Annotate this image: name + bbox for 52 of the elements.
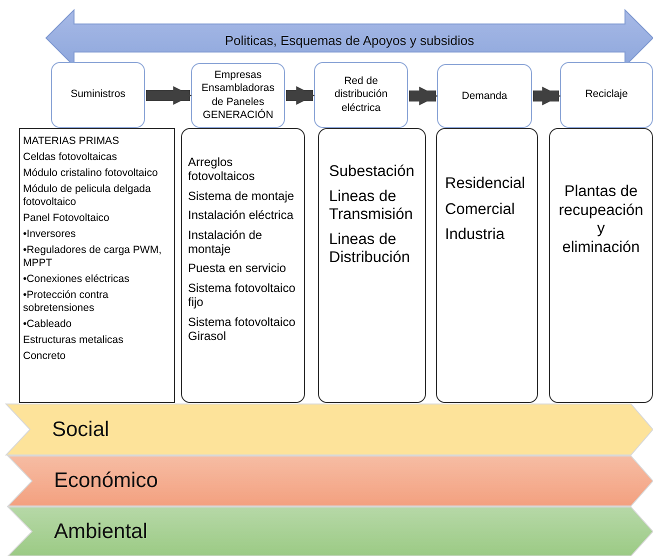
stage-box — [560, 62, 653, 128]
list-item: Instalación de montaje — [188, 228, 264, 256]
band-label: Social — [52, 418, 110, 442]
list-item: Plantas de recupeación y eliminación — [558, 183, 644, 258]
list-box — [436, 128, 538, 403]
stage-box — [191, 63, 285, 128]
chevron-band — [6, 404, 653, 455]
band-label: Ambiental — [54, 520, 148, 544]
list-box — [181, 128, 305, 403]
stage-box — [437, 64, 532, 128]
stage-label: Reciclaje — [585, 88, 628, 102]
chevron-band — [8, 507, 653, 556]
list-item: Módulo cristalino fotovoltaico — [23, 167, 159, 180]
stage-box — [51, 62, 145, 128]
list-item: Lineas de Transmisión — [329, 188, 414, 225]
list-item: Residencial — [445, 175, 526, 194]
block-arrow — [409, 86, 438, 106]
chevron-band — [8, 456, 653, 506]
band-label: Económico — [54, 469, 158, 493]
block-arrow — [146, 86, 192, 105]
list-item: Módulo de pelicula delgada fotovoltaico — [23, 183, 152, 208]
list-item: •Cableado — [23, 318, 73, 330]
list-item: •Reguladores de carga PWM, MPPT — [23, 244, 162, 270]
list-item: MATERIAS PRIMAS — [23, 135, 120, 148]
list-item: Estructuras metalicas — [23, 334, 124, 346]
block-arrow — [533, 86, 561, 106]
list-item: Sistema fotovoltaico fijo — [188, 280, 296, 310]
list-item: Arreglos fotovoltaicos — [188, 155, 256, 184]
list-item: •Inversores — [23, 228, 77, 241]
list-item: Lineas de Distribución — [329, 230, 411, 268]
list-item: •Protección contra sobretensiones — [23, 288, 110, 314]
stage-label: Red de distribución eléctrica — [333, 75, 389, 115]
list-item: •Conexiones eléctricas — [23, 272, 130, 286]
stage-label: Suministros — [70, 88, 126, 102]
stage-label: Empresas Ensambladoras de Paneles GENERACIÓN — [200, 69, 276, 122]
list-box — [549, 128, 653, 403]
list-item: Puesta en servicio — [188, 261, 288, 276]
banner-label: Politicas, Esquemas de Apoyos y subsidios — [224, 33, 476, 48]
list-item: Panel Fotovoltaico — [23, 212, 110, 225]
list-item: Concreto — [23, 350, 67, 362]
list-item: Comercial — [445, 200, 516, 220]
stage-box — [314, 62, 408, 128]
list-item: Sistema de montaje — [188, 188, 296, 204]
list-item: Sistema fotovoltaico Girasol — [188, 314, 296, 344]
list-box — [318, 128, 426, 403]
stage-label: Demanda — [462, 90, 508, 104]
list-item: Industria — [445, 226, 506, 245]
list-item: Subestación — [329, 163, 416, 182]
block-arrow — [286, 86, 315, 105]
list-box — [19, 128, 175, 403]
list-item: Celdas fotovoltaicas — [23, 151, 118, 164]
list-item: Instalación eléctrica — [188, 208, 294, 223]
